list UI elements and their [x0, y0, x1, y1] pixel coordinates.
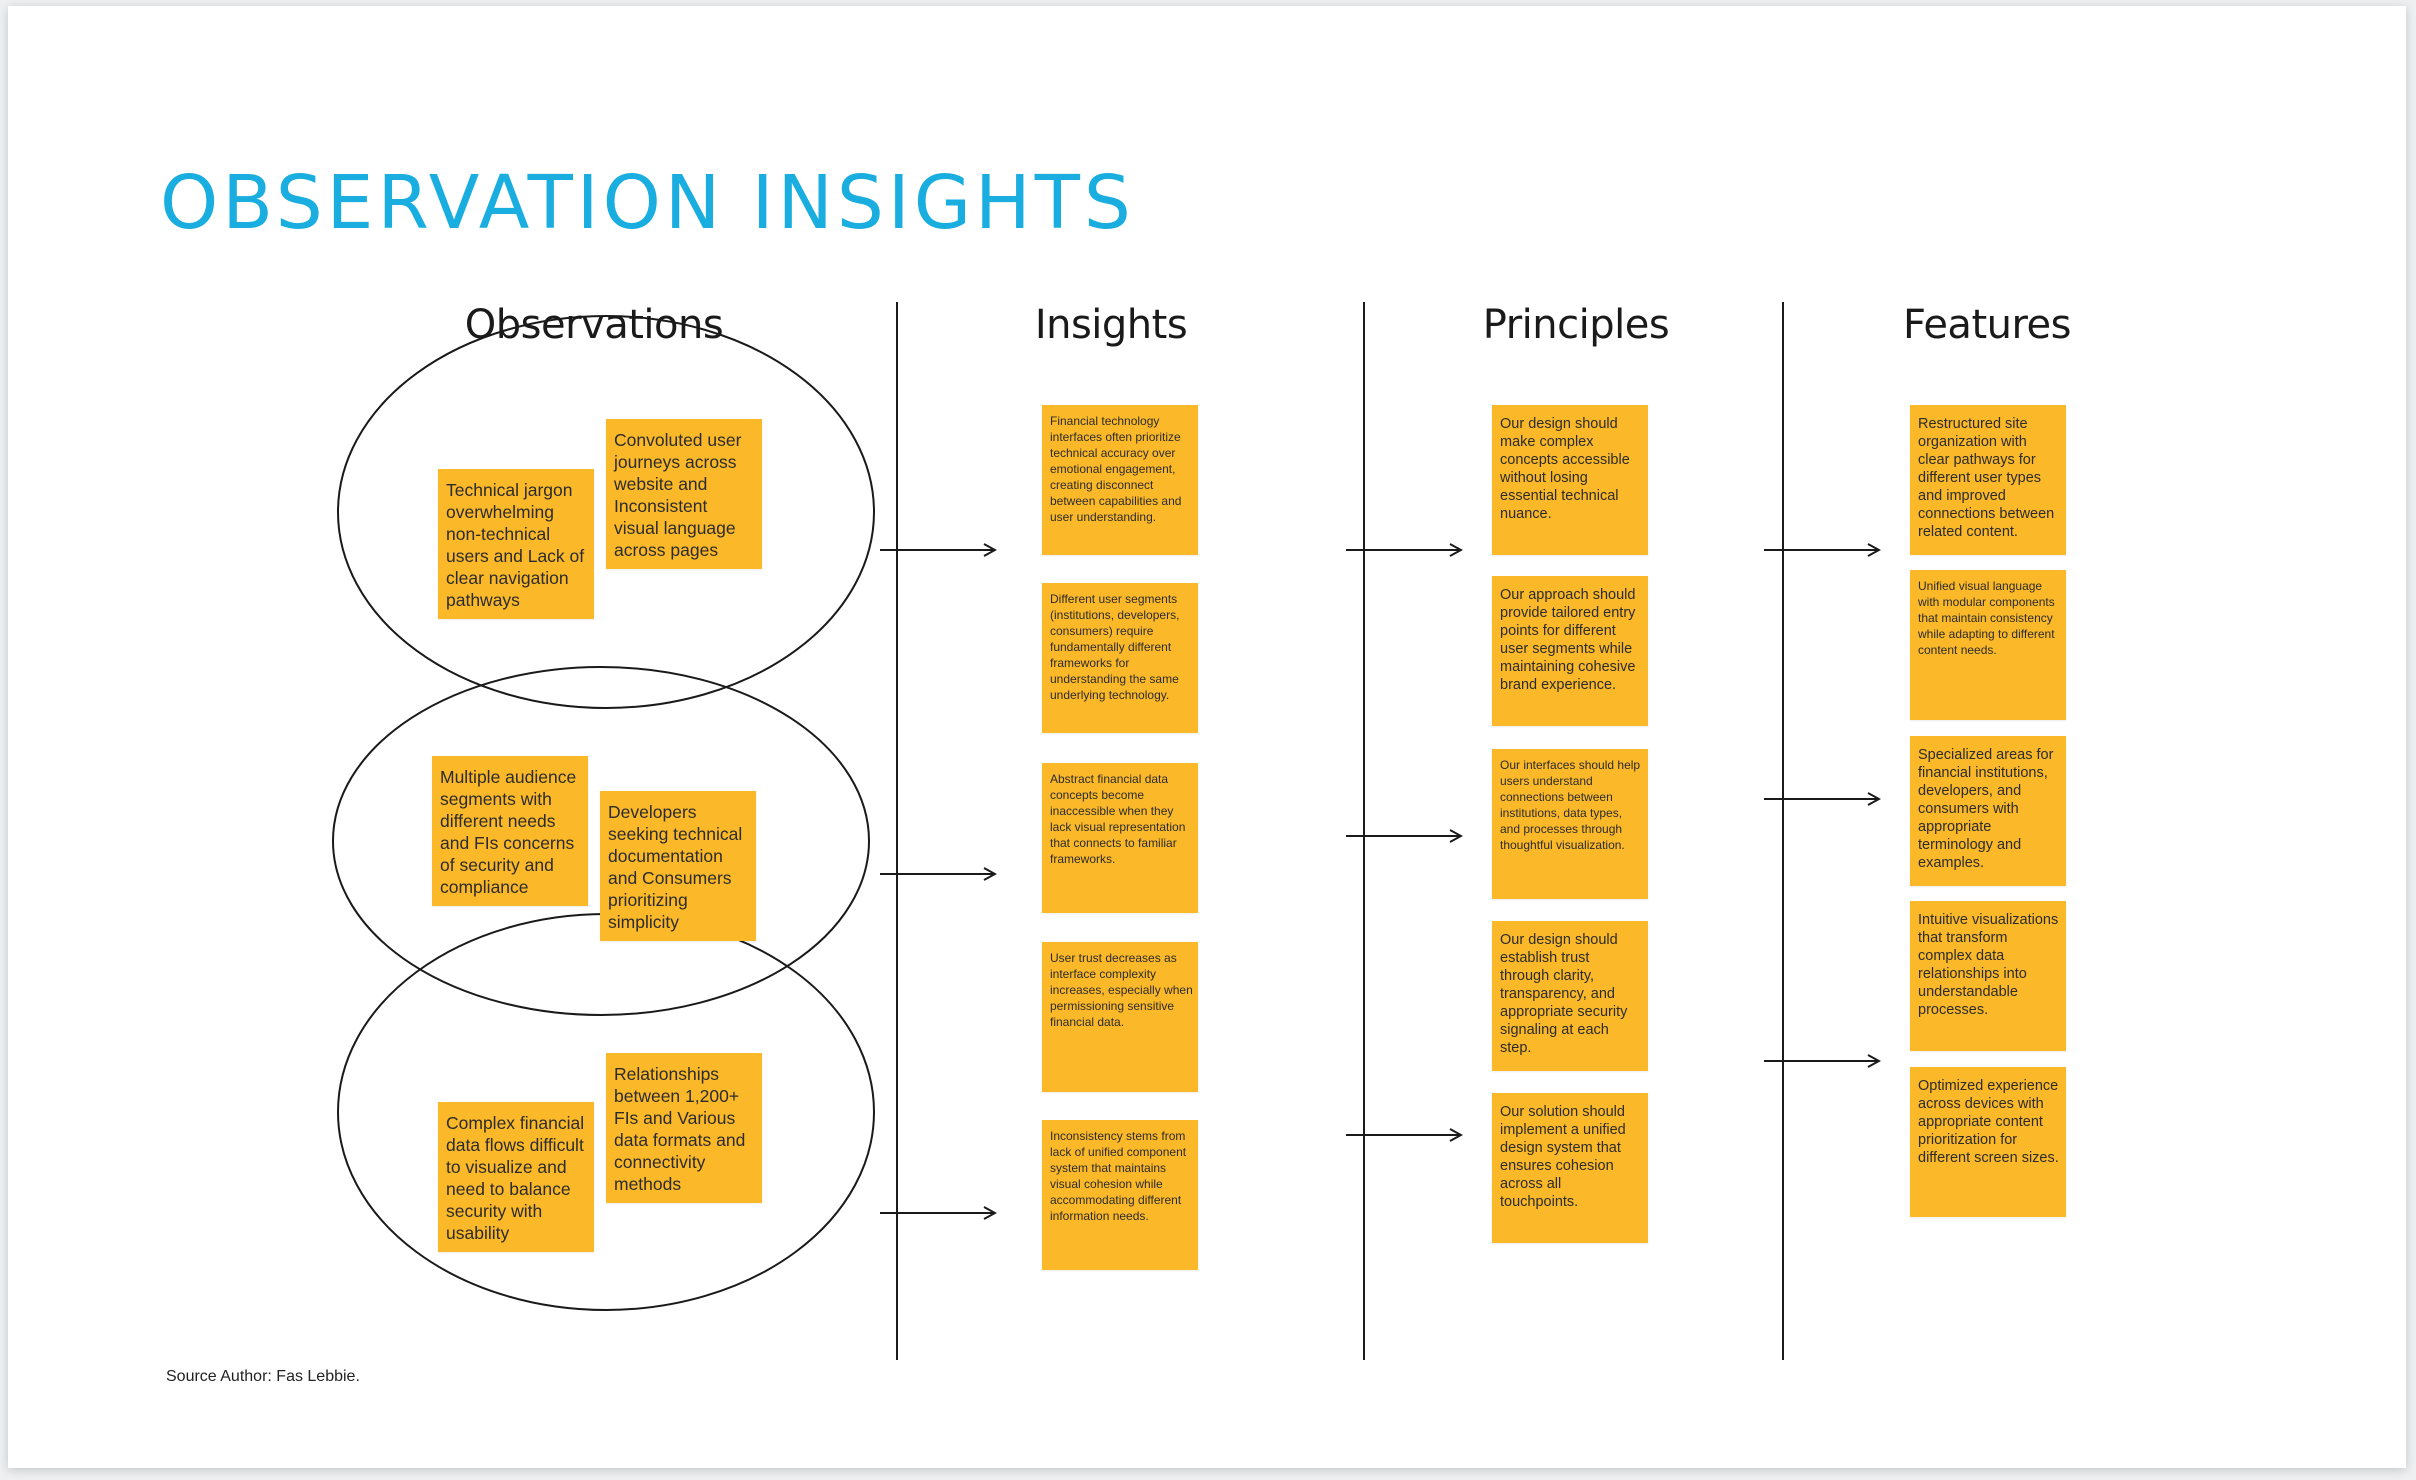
cluster-ellipse-2	[332, 666, 870, 1016]
column-heading-insights: Insights	[1034, 302, 1188, 348]
feature-note-2: Unified visual language with modular com…	[1910, 570, 2066, 720]
column-heading-features: Features	[1903, 302, 2072, 348]
source-credit: Source Author: Fas Lebbie.	[166, 1368, 360, 1385]
observation-note-5: Complex financial data flows difficult t…	[438, 1102, 594, 1252]
observation-note-3: Multiple audience segments with differen…	[432, 756, 588, 906]
page-title: OBSERVATION INSIGHTS	[160, 160, 1135, 246]
observation-note-1: Technical jargon overwhelming non-techni…	[438, 469, 594, 619]
insight-note-4: User trust decreases as interface comple…	[1042, 942, 1198, 1092]
principle-note-5: Our solution should implement a unified …	[1492, 1093, 1648, 1243]
column-heading-principles: Principles	[1482, 302, 1670, 348]
insight-note-2: Different user segments (institutions, d…	[1042, 583, 1198, 733]
insight-note-1: Financial technology interfaces often pr…	[1042, 405, 1198, 555]
column-heading-observations: Observations	[464, 302, 724, 348]
insight-note-5: Inconsistency stems from lack of unified…	[1042, 1120, 1198, 1270]
observation-note-2: Convoluted user journeys across website …	[606, 419, 762, 569]
principle-note-1: Our design should make complex concepts …	[1492, 405, 1648, 555]
feature-note-4: Intuitive visualizations that transform …	[1910, 901, 2066, 1051]
observation-note-6: Relationships between 1,200+ FIs and Var…	[606, 1053, 762, 1203]
principle-note-3: Our interfaces should help users underst…	[1492, 749, 1648, 899]
feature-note-3: Specialized areas for financial institut…	[1910, 736, 2066, 886]
principle-note-2: Our approach should provide tailored ent…	[1492, 576, 1648, 726]
cluster-ellipse-1	[337, 315, 875, 709]
observation-note-4: Developers seeking technical documentati…	[600, 791, 756, 941]
principle-note-4: Our design should establish trust throug…	[1492, 921, 1648, 1071]
insight-note-3: Abstract financial data concepts become …	[1042, 763, 1198, 913]
feature-note-1: Restructured site organization with clea…	[1910, 405, 2066, 555]
feature-note-5: Optimized experience across devices with…	[1910, 1067, 2066, 1217]
